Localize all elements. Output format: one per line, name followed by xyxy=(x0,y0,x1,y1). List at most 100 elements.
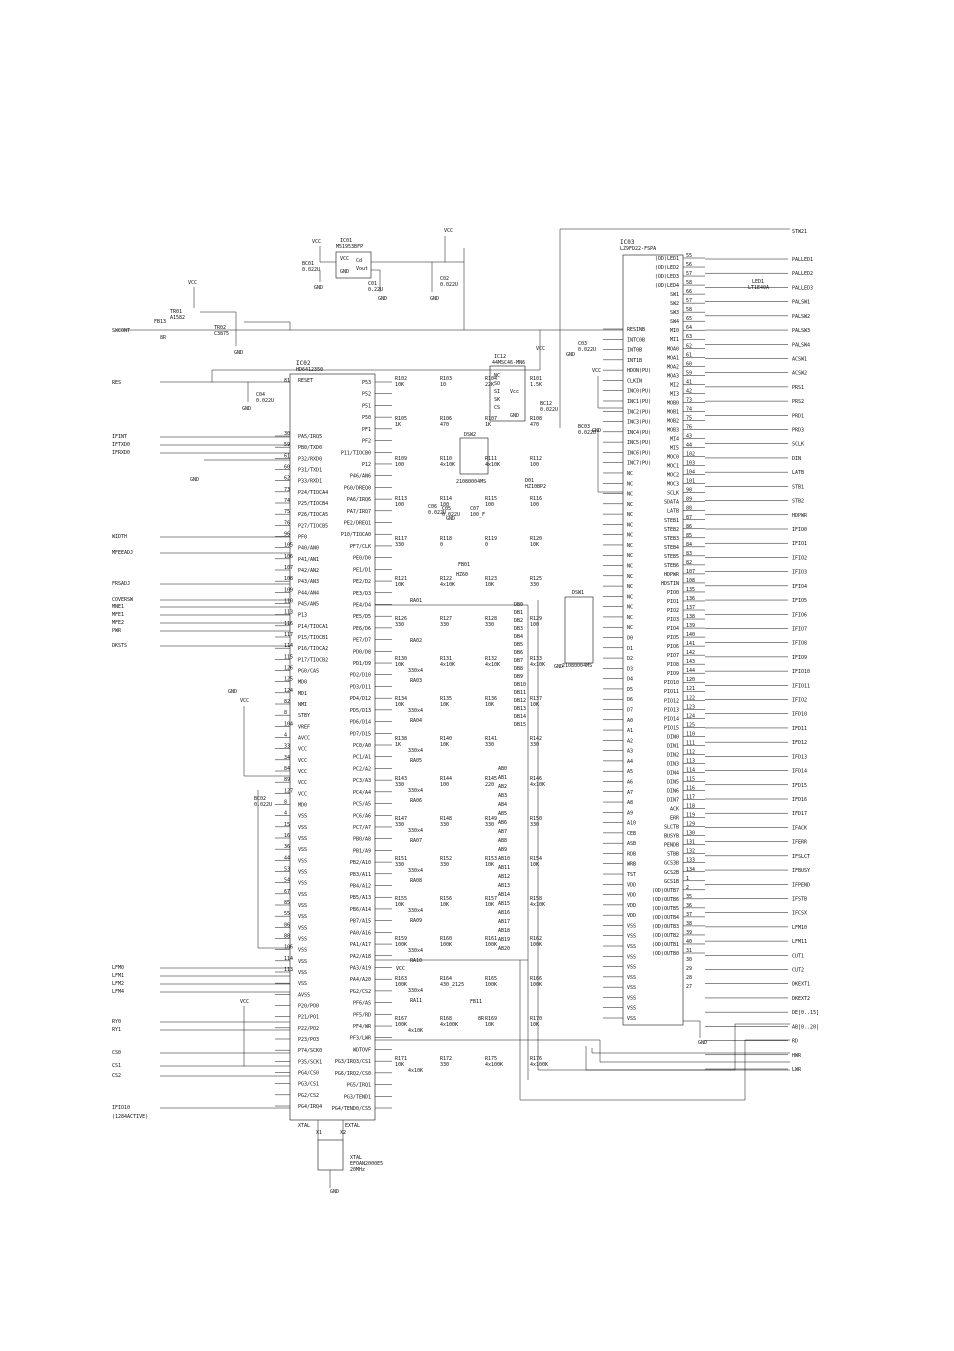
ic03-pin-label: INC5(PU) xyxy=(627,440,651,446)
x1-ref: X1 xyxy=(316,1130,322,1136)
ic02-pin-label: PG0/CAS xyxy=(298,669,319,675)
ic03-part: LZ9FD22-FSPA xyxy=(620,246,656,252)
net-label-left: PWR xyxy=(112,628,122,634)
ic03-pin-label: HDON(PU) xyxy=(627,368,651,374)
resistor-value: 4x10K xyxy=(530,902,545,908)
ic03-pin-label: VDD xyxy=(627,903,636,909)
ic03-pin-label: MOA0 xyxy=(667,346,679,352)
ic03-pin-number: 86 xyxy=(686,524,692,530)
resistor-value: 330 xyxy=(485,622,494,628)
resistor-ref: R164 xyxy=(440,976,452,982)
gnd-13: GND xyxy=(446,516,455,522)
ic02-pin-label: PD4/D12 xyxy=(350,696,371,702)
array-ref: RA11 xyxy=(410,998,422,1004)
address-bus-label: AB2 xyxy=(498,784,507,790)
address-bus-label: AB12 xyxy=(498,874,510,880)
ic02-pin-label: VSS xyxy=(298,948,307,954)
ic02-pin-label: PE0/D0 xyxy=(353,556,371,562)
resistor-value: 4x100K xyxy=(530,1062,548,1068)
ic02-pin-label: VSS xyxy=(298,892,307,898)
net-label-right: HWR xyxy=(792,1053,802,1059)
ic03-pin-label: PIO5 xyxy=(667,635,679,641)
ic02-pin-label: PB4/A12 xyxy=(350,884,371,890)
resistor-ref: R110 xyxy=(440,456,452,462)
ic02-pin-label: PD7/D15 xyxy=(350,731,371,737)
address-bus-label: AB14 xyxy=(498,892,510,898)
resistor-value: 10K xyxy=(395,582,404,588)
resistor-ref: R135 xyxy=(440,696,452,702)
resistor-value: 330 xyxy=(485,742,494,748)
ic02-pin-label: PA6/IRQ6 xyxy=(347,497,371,503)
ic01-ref: IC01 xyxy=(340,238,352,244)
net-label-left: FRSADJ xyxy=(112,581,130,587)
array-ref: RA09 xyxy=(410,918,422,924)
data-bus-label: DB4 xyxy=(514,634,523,640)
net-label-right: PALLED3 xyxy=(792,285,813,291)
net-label-right: PALSW1 xyxy=(792,300,810,306)
dsw1-ref: DSW1 xyxy=(572,590,584,596)
ic02-pin-number: 54 xyxy=(284,878,290,884)
data-bus-label: DB14 xyxy=(514,714,526,720)
resistor-value: 100K xyxy=(530,982,542,988)
ic03-pin-label: VDD xyxy=(627,913,636,919)
net-label-right: IFIO2 xyxy=(792,698,807,704)
resistor-value: 100 xyxy=(530,622,539,628)
ic02-pin-label: VCC xyxy=(298,758,307,764)
ic03-pin-label: BUSYB xyxy=(664,834,679,840)
resistor-value: 10K xyxy=(395,662,404,668)
ic03-pin-label: NC xyxy=(627,584,633,590)
ic03-pin-label: DIN7 xyxy=(667,798,679,804)
ic03-pin-label: INT1B xyxy=(627,358,642,364)
ic12-so: SO xyxy=(494,381,500,387)
ic02-pin-label: VSS xyxy=(298,970,307,976)
ic02-pin-number: 108 xyxy=(284,576,293,582)
ic02-pin-label: PD6/D14 xyxy=(350,720,371,726)
fb13-ref: FB13 xyxy=(154,319,166,325)
resistor-ref: R167 xyxy=(395,1016,407,1022)
ic02-pin-label: PB0/A8 xyxy=(353,837,371,843)
array-value: 330x4 xyxy=(408,788,423,794)
ic03-pin-number: 56 xyxy=(686,262,692,268)
data-bus-label: DB10 xyxy=(514,682,526,688)
resistor-ref: R126 xyxy=(395,616,407,622)
ic03-pin-label: VDD xyxy=(627,893,636,899)
ic03-pin-label: MOC1 xyxy=(667,464,679,470)
resistor-value: 330 xyxy=(395,622,404,628)
resistor-ref: R113 xyxy=(395,496,407,502)
gnd-3: GND xyxy=(430,296,439,302)
ic02-pin-number: 117 xyxy=(284,632,293,638)
ic02-pin-label: PE5/D5 xyxy=(353,614,371,620)
array-value: 330x4 xyxy=(408,708,423,714)
net-label-right: LWR xyxy=(792,1067,802,1073)
ic03-pin-number: 1 xyxy=(686,876,689,882)
ic03-pin-label: NC xyxy=(627,605,633,611)
ic03-pin-label: A6 xyxy=(627,779,633,785)
net-label-right: IFIO7 xyxy=(792,626,807,632)
extal-pin-label: EXTAL xyxy=(345,1123,360,1129)
gnd-10: GND xyxy=(698,1040,707,1046)
ic03-pin-label: INC1(PU) xyxy=(627,399,651,405)
ic03-pin-label: (OD)OUTB0 xyxy=(652,951,679,957)
resistor-array-labels: RA01330x4RA02330x4RA03330x4RA04330x4RA05… xyxy=(408,598,423,1074)
ic03-pin-number: 85 xyxy=(686,533,692,539)
resistor-labels: R10210KR10310R10422KR1011.5KR1051KR10647… xyxy=(395,376,548,1068)
ic03-pin-label: VSS xyxy=(627,923,636,929)
ic03-pin-label: DIN2 xyxy=(667,752,679,758)
ic02-pin-number: 116 xyxy=(284,621,293,627)
resistor-ref: R171 xyxy=(395,1056,407,1062)
diode-part: HZ10BP2 xyxy=(525,484,546,490)
star-net: STW21 xyxy=(792,229,807,235)
ic03-pin-label: GCS2B xyxy=(664,870,679,876)
ic03-pin-label: PIO1 xyxy=(667,599,679,605)
resistor-value: 10K xyxy=(440,702,449,708)
resistor-ref: R166 xyxy=(530,976,542,982)
ic03-pin-number: 37 xyxy=(686,912,692,918)
net-label-left: CS1 xyxy=(112,1063,121,1069)
address-bus-label: AB18 xyxy=(498,928,510,934)
data-bus-label: DB1 xyxy=(514,610,523,616)
ic03-pin-number: 130 xyxy=(686,831,695,837)
ic03-pin-label: A9 xyxy=(627,810,633,816)
net-label-right: PRD1 xyxy=(792,413,804,419)
net-label-right: IFIO2 xyxy=(792,555,807,561)
ic02-body xyxy=(289,373,376,1121)
